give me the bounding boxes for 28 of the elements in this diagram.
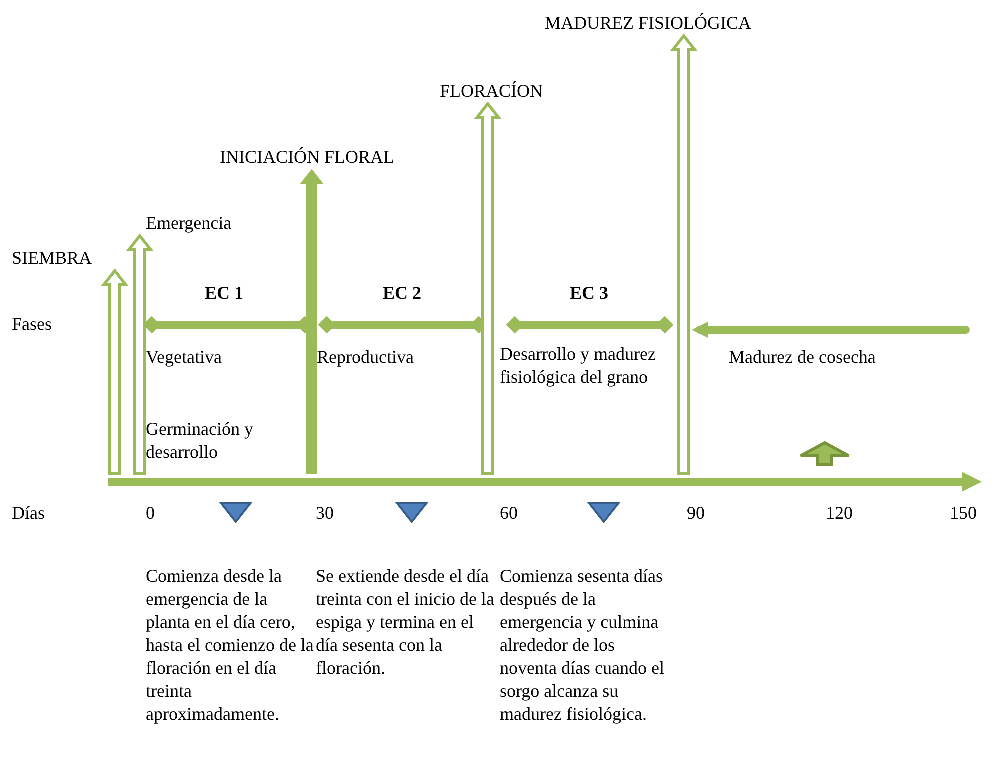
milestone-label: Emergencia — [146, 212, 232, 235]
stage-name: Germinación y desarrollo — [146, 418, 254, 464]
phase-name: Reproductiva — [317, 346, 414, 369]
day-number: 90 — [687, 502, 705, 525]
milestone-label: FLORACÍON — [440, 80, 544, 103]
phase-code: EC 3 — [570, 282, 609, 305]
milestone-label: MADUREZ FISIOLÓGICA — [545, 12, 752, 35]
description-text: Comienza desde la emergencia de la planta en el día cero, hasta el comienzo de la floración en el día treinta aproximadamente. — [146, 565, 315, 726]
description-text: Comienza sesenta días después de la emergencia y culmina alrededor de los noventa días cuando el sorgo alcanza su madurez fisiológica. — [500, 565, 666, 726]
phase-name: Desarrollo y madurez fisiológica del grano — [500, 343, 657, 389]
day-number: 30 — [316, 502, 334, 525]
row-label: Días — [12, 502, 45, 525]
description-text: Se extiende desde el día treinta con el inicio de la espiga y termina en el día sesenta con la floración. — [316, 565, 496, 680]
day-number: 0 — [146, 502, 155, 525]
day-number: 60 — [500, 502, 518, 525]
day-number: 120 — [826, 502, 853, 525]
milestone-arrow — [100, 268, 130, 476]
milestone-label: SIEMBRA — [12, 247, 92, 270]
phase-name: Madurez de cosecha — [729, 346, 876, 369]
milestone-arrow — [126, 234, 154, 476]
milestone-arrow — [670, 34, 698, 476]
milestone-label: INICIACIÓN FLORAL — [220, 146, 394, 169]
phase-code: EC 1 — [205, 282, 244, 305]
milestone-arrow — [474, 102, 502, 476]
milestone-arrow — [300, 169, 324, 474]
day-number: 150 — [950, 502, 977, 525]
row-label: Fases — [12, 313, 52, 336]
phase-code: EC 2 — [383, 282, 422, 305]
